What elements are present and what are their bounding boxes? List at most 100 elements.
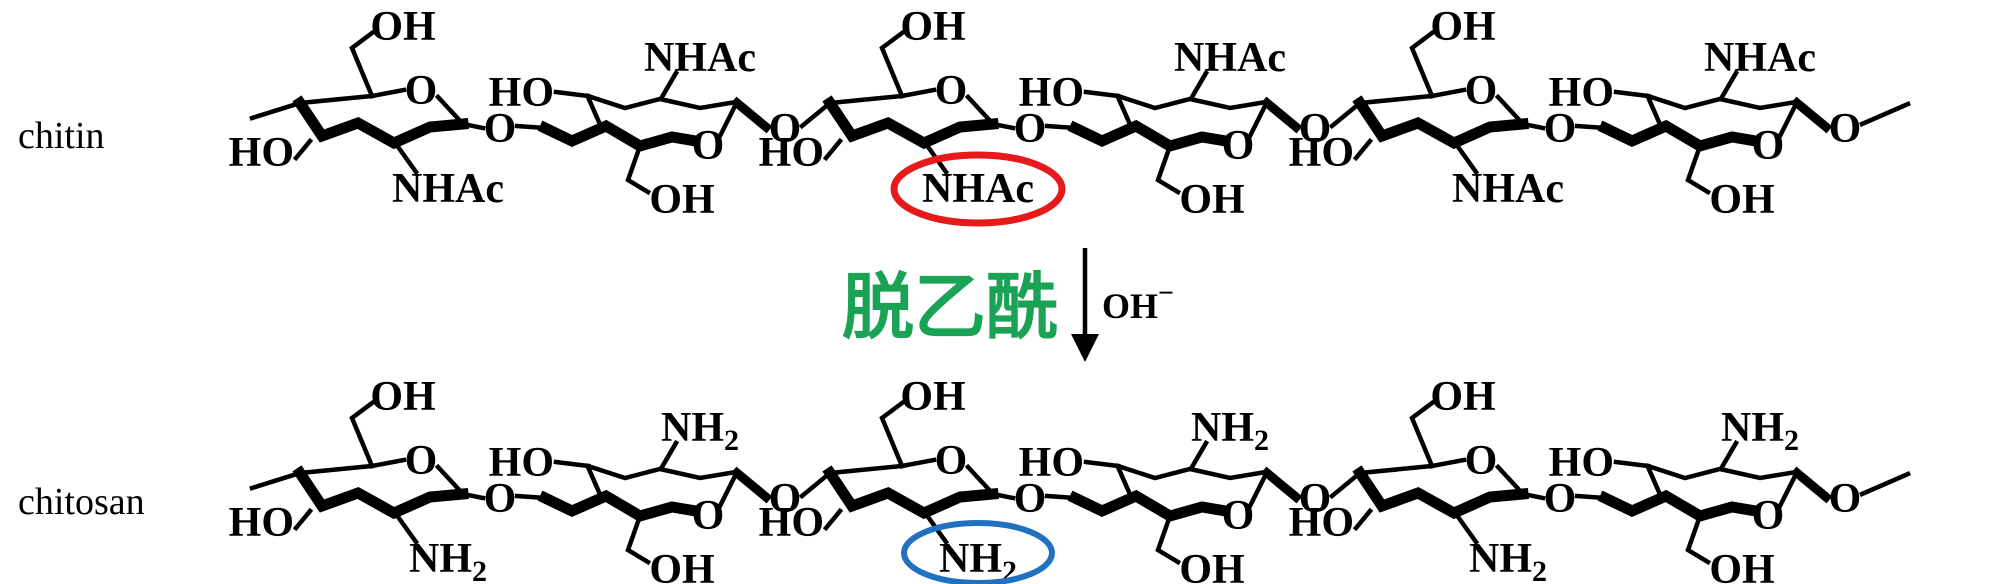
bond-line bbox=[292, 137, 314, 162]
label-hydroxymethyl-oh: OH bbox=[370, 374, 435, 420]
label-ring-oxygen: O bbox=[1222, 493, 1255, 539]
label-ring-oxygen: O bbox=[405, 438, 438, 484]
bond-line bbox=[585, 463, 739, 481]
label-hydroxymethyl-oh: OH bbox=[1709, 547, 1774, 584]
bond-line bbox=[392, 510, 420, 546]
bond-line bbox=[369, 457, 407, 469]
bond-line bbox=[1776, 100, 1800, 140]
bond-line bbox=[1645, 463, 1799, 481]
label-ring-oxygen: O bbox=[935, 438, 968, 484]
bond-wedge bbox=[1790, 96, 1833, 134]
label-terminal-oxygen: O bbox=[1829, 476, 1862, 522]
bond-bold-front bbox=[1067, 119, 1227, 152]
bond-chain-end bbox=[1859, 471, 1911, 497]
bond-bold-front bbox=[1352, 465, 1529, 520]
bond-line bbox=[553, 89, 591, 99]
label-hydroxyl-ho: HO bbox=[1289, 500, 1354, 546]
bond-line bbox=[1246, 470, 1270, 510]
bond-wedge bbox=[730, 466, 773, 504]
label-ring-oxygen: O bbox=[935, 68, 968, 114]
label-hydroxymethyl-oh: OH bbox=[649, 547, 714, 584]
label-hydroxymethyl-oh: OH bbox=[1430, 4, 1495, 50]
label-glycosidic-oxygen: O bbox=[769, 476, 802, 522]
bond-line bbox=[1429, 457, 1467, 469]
label-glycosidic-oxygen: O bbox=[484, 476, 517, 522]
label-hydroxyl-ho: HO bbox=[759, 500, 824, 546]
bond-bold-front bbox=[1597, 489, 1757, 522]
label-glycosidic-oxygen: O bbox=[484, 106, 517, 152]
bond-line bbox=[1328, 99, 1364, 130]
label-hydroxyl-ho: HO bbox=[1549, 440, 1614, 486]
bond-line bbox=[658, 439, 680, 471]
reagent-label-hydroxide: OH− bbox=[1102, 278, 1174, 326]
bond-chain-end bbox=[1859, 101, 1911, 127]
bond-line bbox=[1155, 513, 1182, 566]
label-ring-oxygen: O bbox=[1465, 68, 1498, 114]
label-ring-oxygen: O bbox=[692, 123, 725, 169]
bond-line bbox=[369, 87, 407, 99]
label-glycosidic-oxygen: O bbox=[1014, 106, 1047, 152]
bond-line bbox=[297, 93, 375, 106]
bond-line bbox=[1188, 439, 1210, 471]
bond-line bbox=[1613, 459, 1651, 469]
bond-line bbox=[553, 459, 591, 469]
label-glycosidic-oxygen: O bbox=[1299, 106, 1332, 152]
reaction-arrow-head bbox=[1071, 334, 1099, 362]
bond-line bbox=[297, 463, 375, 476]
bond-line bbox=[716, 100, 740, 140]
highlight-ellipse-nh2 bbox=[901, 520, 1055, 584]
bond-line bbox=[1452, 140, 1480, 176]
bond-chain-start bbox=[249, 470, 303, 491]
label-hydroxymethyl-oh: OH bbox=[900, 374, 965, 420]
label-ring-oxygen: O bbox=[405, 68, 438, 114]
label-glycosidic-oxygen: O bbox=[1014, 476, 1047, 522]
label-hydroxymethyl-oh: OH bbox=[1179, 547, 1244, 584]
bond-line bbox=[1328, 469, 1364, 500]
label-hydroxyl-ho: HO bbox=[229, 500, 294, 546]
label-amine-group: NH2 bbox=[1469, 536, 1547, 584]
label-amine-group: NHAc bbox=[1704, 35, 1816, 81]
bond-wedge bbox=[1790, 466, 1833, 504]
label-amine-group: NH2 bbox=[939, 536, 1017, 584]
label-amine-group: NHAc bbox=[1452, 166, 1564, 212]
bond-bold-front bbox=[537, 119, 697, 152]
label-hydroxyl-ho: HO bbox=[489, 70, 554, 116]
bond-line bbox=[349, 29, 376, 99]
bond-line bbox=[1685, 143, 1712, 196]
label-glycosidic-oxygen: O bbox=[1544, 476, 1577, 522]
chain-label-chitosan: chitosan bbox=[18, 481, 145, 523]
bond-line bbox=[1188, 69, 1210, 101]
bond-line bbox=[1155, 143, 1182, 196]
bond-line bbox=[1083, 459, 1121, 469]
reaction-center: 脱乙酰 OH− bbox=[842, 248, 1174, 362]
bond-line bbox=[798, 469, 834, 500]
bond-line bbox=[625, 513, 652, 566]
bond-bold-front bbox=[1597, 119, 1757, 152]
chain-label-chitin: chitin bbox=[18, 115, 105, 157]
bond-bold-front bbox=[1352, 95, 1529, 150]
label-amine-group: NH2 bbox=[1721, 405, 1799, 457]
bond-line bbox=[827, 93, 905, 106]
bond-wedge bbox=[1260, 466, 1303, 504]
label-amine-group: NHAc bbox=[922, 166, 1034, 212]
bond-line bbox=[292, 507, 314, 532]
bond-bold-front bbox=[292, 95, 469, 150]
bond-line bbox=[879, 29, 906, 99]
label-hydroxymethyl-oh: OH bbox=[1179, 177, 1244, 223]
bond-line bbox=[899, 87, 937, 99]
label-ring-oxygen: O bbox=[1465, 438, 1498, 484]
label-hydroxymethyl-oh: OH bbox=[649, 177, 714, 223]
bond-wedge bbox=[1260, 96, 1303, 134]
bond-line bbox=[1409, 399, 1436, 469]
bond-line bbox=[1357, 93, 1435, 106]
bond-line bbox=[1246, 100, 1270, 140]
label-hydroxymethyl-oh: OH bbox=[1709, 177, 1774, 223]
label-hydroxyl-ho: HO bbox=[759, 130, 824, 176]
bond-line bbox=[899, 457, 937, 469]
bond-line bbox=[822, 507, 844, 532]
label-glycosidic-oxygen: O bbox=[1299, 476, 1332, 522]
label-ring-oxygen: O bbox=[692, 493, 725, 539]
label-hydroxyl-ho: HO bbox=[1019, 440, 1084, 486]
bond-line bbox=[349, 399, 376, 469]
